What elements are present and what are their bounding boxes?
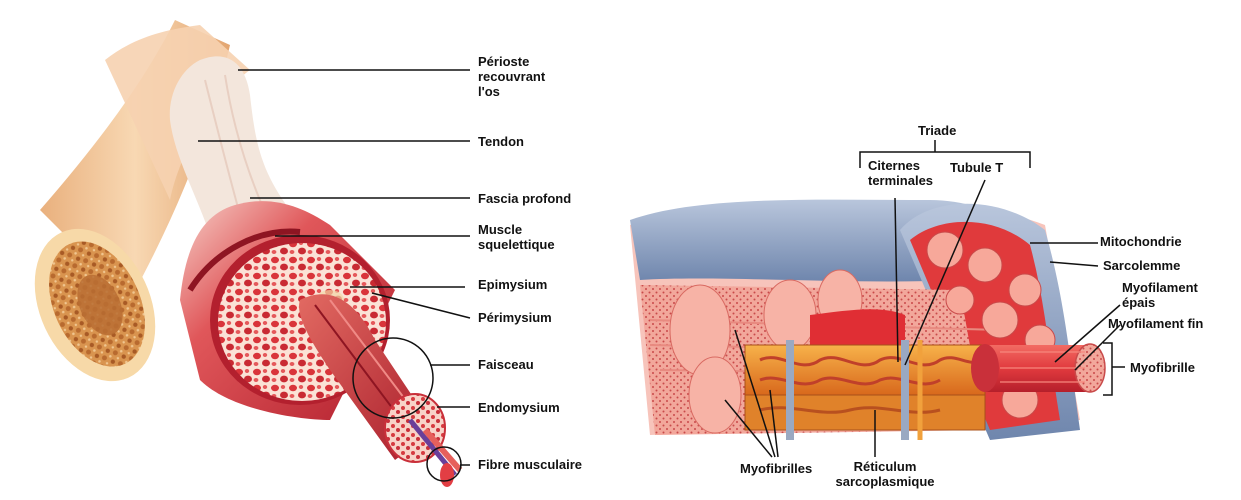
label-perioste: Périoste recouvrant l'os [478, 54, 545, 99]
reticulum-illustration [745, 340, 985, 440]
label-reticulum-sarcoplasmique: Réticulum sarcoplasmique [830, 459, 940, 489]
label-faisceau: Faisceau [478, 357, 534, 372]
label-fascia-profond: Fascia profond [478, 191, 571, 206]
label-sarcolemme: Sarcolemme [1103, 258, 1180, 273]
label-myofilament-epais: Myofilament épais [1122, 280, 1198, 310]
label-epimysium: Epimysium [478, 277, 547, 292]
label-mitochondrie: Mitochondrie [1100, 234, 1182, 249]
label-tendon: Tendon [478, 134, 524, 149]
label-myofibrille: Myofibrille [1130, 360, 1195, 375]
myofibril-cylinder [971, 344, 1105, 392]
label-muscle-squelettique: Muscle squelettique [478, 222, 555, 252]
label-citernes-terminales: Citernes terminales [868, 158, 933, 188]
label-triade: Triade [918, 123, 956, 138]
label-fibre-musculaire: Fibre musculaire [478, 457, 582, 472]
label-myofilament-fin: Myofilament fin [1108, 316, 1203, 331]
label-myofibrilles: Myofibrilles [740, 461, 812, 476]
label-perimysium: Périmysium [478, 310, 552, 325]
label-endomysium: Endomysium [478, 400, 560, 415]
label-tubule-t: Tubule T [950, 160, 1003, 175]
